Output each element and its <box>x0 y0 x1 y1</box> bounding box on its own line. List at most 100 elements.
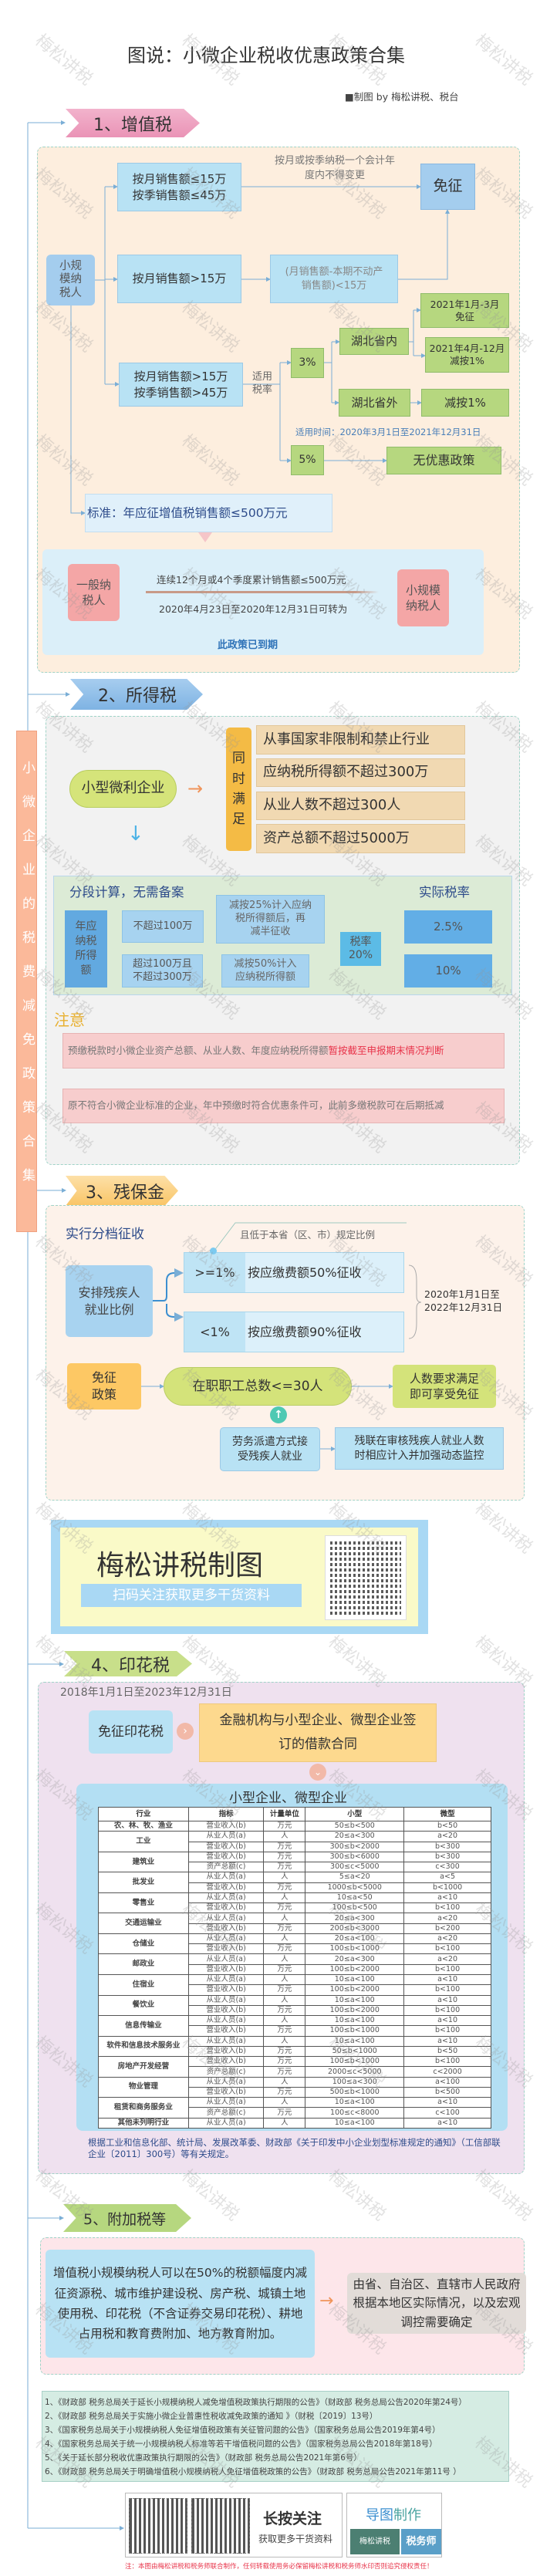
table-cell: 万元 <box>263 1862 306 1873</box>
table-cell: 100≤a<300 <box>305 2076 405 2088</box>
tier-low-ratio: <1% <box>184 1312 245 1352</box>
exempt-result: 人数要求满足 即可享受免征 <box>393 1365 496 1408</box>
condition-industry: 从事国家非限制和禁止行业 <box>256 725 465 755</box>
down-triangle-icon <box>198 532 212 542</box>
promo-banner: 梅松讲税制图 扫码关注获取更多干货资料 <box>51 1520 428 1634</box>
qr-code <box>191 2498 250 2554</box>
vat-exempt: 免征 <box>420 164 475 210</box>
table-cell: 万元 <box>263 2045 306 2058</box>
table-cell: 10≤a<100 <box>305 1994 405 2006</box>
table-cell: 300≤b<2000 <box>305 1841 405 1852</box>
table-cell: a<10 <box>403 2035 491 2047</box>
table-cell: 万元 <box>263 2066 306 2078</box>
ratio-callout: 且低于本省（区、市）规定比例 <box>240 1229 376 1241</box>
table-cell: 万元 <box>263 1820 306 1832</box>
table-cell: 2000≤c<5000 <box>305 2066 405 2078</box>
table-cell: b<300 <box>403 1851 491 1863</box>
table-cell: b<100 <box>403 1963 491 1975</box>
vat-branch-general: 按月销售额>15万 按季销售额>45万 <box>119 363 243 407</box>
table-cell: b<500 <box>403 2086 491 2098</box>
industry-cell: 房地产开发经营 <box>98 2056 189 2078</box>
table-header-row: 行业指标计量单位小型微型 <box>98 1807 491 1821</box>
reference-item: 4、《国家税务总局关于统一小规模纳税人标准等若干增值税问题的公告》（国家税务总局… <box>45 2439 437 2449</box>
table-cell: 人 <box>263 1973 306 1986</box>
table-header-cell: 行业 <box>98 1807 189 1821</box>
fund-period: 2020年1月1日至 2022年12月31日 <box>424 1288 503 1313</box>
promo-title: 梅松讲税制图 <box>96 1550 264 1582</box>
table-cell: 10≤a<100 <box>305 1973 405 1986</box>
surtax-authority: 由省、自治区、直辖市人民政府根据本地区实际情况，以及宏观调控需要确定 <box>347 2273 526 2334</box>
table-cell: 人 <box>263 1831 306 1842</box>
table-cell: 人 <box>263 1872 306 1883</box>
table-cell: 营业收入(b) <box>187 1820 265 1832</box>
table-cell: 200≤b<3000 <box>305 1923 405 1934</box>
watermark: 梅松讲税 <box>31 31 96 89</box>
table-cell: 10≤a<100 <box>305 2097 405 2108</box>
table-cell: 5≤a<20 <box>305 1872 405 1883</box>
expired-label: 此政策已到期 <box>218 640 278 651</box>
table-cell: 100≤b<1000 <box>305 2056 405 2068</box>
hubei-out: 湖北省外 <box>339 389 410 417</box>
table-cell: b<50 <box>403 2045 491 2058</box>
arrow-up-icon: ↑ <box>270 1406 287 1423</box>
table-cell: a<20 <box>403 1933 491 1945</box>
table-cell: 营业收入(b) <box>187 2025 265 2037</box>
tier-low-rule: 按应缴费额90%征收 <box>245 1312 403 1352</box>
logo-meisong: 梅松讲税 <box>350 2529 400 2554</box>
side-label: 小微企业的税费减免政策合集 <box>16 731 37 1232</box>
follow-label: 长按关注 <box>263 2510 322 2527</box>
table-cell: 资产总额(c) <box>187 2066 265 2078</box>
industry-cell: 工业 <box>98 1831 189 1852</box>
table-cell: 20≤a<100 <box>305 1933 405 1945</box>
convert-condition: 连续12个月或4个季度累计销售额≤500万元 <box>157 574 346 586</box>
table-cell: a<10 <box>403 2117 491 2129</box>
table-cell: 300≤b<6000 <box>305 1851 405 1863</box>
table-cell: 营业收入(b) <box>187 1902 265 1914</box>
table-cell: a<10 <box>403 1994 491 2006</box>
table-cell: 营业收入(b) <box>187 1882 265 1893</box>
calc-heading: 分段计算，无需备案 <box>69 885 184 900</box>
tier-high-rule: 按应缴费额50%征收 <box>245 1253 403 1292</box>
industry-cell: 交通运输业 <box>98 1913 189 1934</box>
table-cell: 100≤b<2000 <box>305 1963 405 1975</box>
table-cell: 营业收入(b) <box>187 1943 265 1955</box>
rate-label: 适用 税率 <box>251 371 272 396</box>
table-cell: 营业收入(b) <box>187 2004 265 2017</box>
industry-cell: 物业管理 <box>98 2076 189 2098</box>
table-cell: b<100 <box>403 2056 491 2068</box>
table-cell: 从业人员(a) <box>187 2076 265 2088</box>
table-cell: 营业收入(b) <box>187 2056 265 2068</box>
table-cell: 从业人员(a) <box>187 1872 265 1883</box>
industry-cell: 建筑业 <box>98 1851 189 1873</box>
hubei-in: 湖北省内 <box>339 328 409 355</box>
table-cell: a<10 <box>403 2097 491 2108</box>
table-cell: 100≤b<1000 <box>305 1943 405 1955</box>
rate-5pct: 5% <box>291 445 324 475</box>
table-cell: 营业收入(b) <box>187 2045 265 2058</box>
stamp-scope: 金融机构与小型企业、微型企业签 订的借款合同 <box>199 1703 437 1762</box>
tier-low-row: <1% 按应缴费额90%征收 <box>184 1312 404 1352</box>
actual-rate-10: 10% <box>404 954 492 988</box>
reference-item: 3、《国家税务总局关于小规模纳税人免征增值税政策有关征管问题的公告》（国家税务总… <box>45 2426 440 2435</box>
industry-cell: 批发业 <box>98 1872 189 1893</box>
table-cell: 万元 <box>263 1882 306 1893</box>
simultaneous-label: 同 时 满 足 <box>226 728 251 851</box>
credit: ■制图 by 梅松讲税、税台 <box>345 91 459 103</box>
table-cell: 100≤b<500 <box>305 1902 405 1914</box>
table-cell: b<200 <box>403 1923 491 1934</box>
table-source-note: 根据工业和信息化部、统计局、发展改革委、财政部《关于印发中小企业划型标准规定的通… <box>88 2137 501 2159</box>
table-cell: 万元 <box>263 2107 306 2119</box>
table-cell: 营业收入(b) <box>187 1963 265 1975</box>
tier1-rule: 减按25%计入应纳 税所得额后，再 减半征收 <box>216 895 325 944</box>
reference-item: 5、《关于延长部分税收优惠政策执行期限的公告》（财政部 税务总局公告2021年第… <box>45 2453 362 2463</box>
